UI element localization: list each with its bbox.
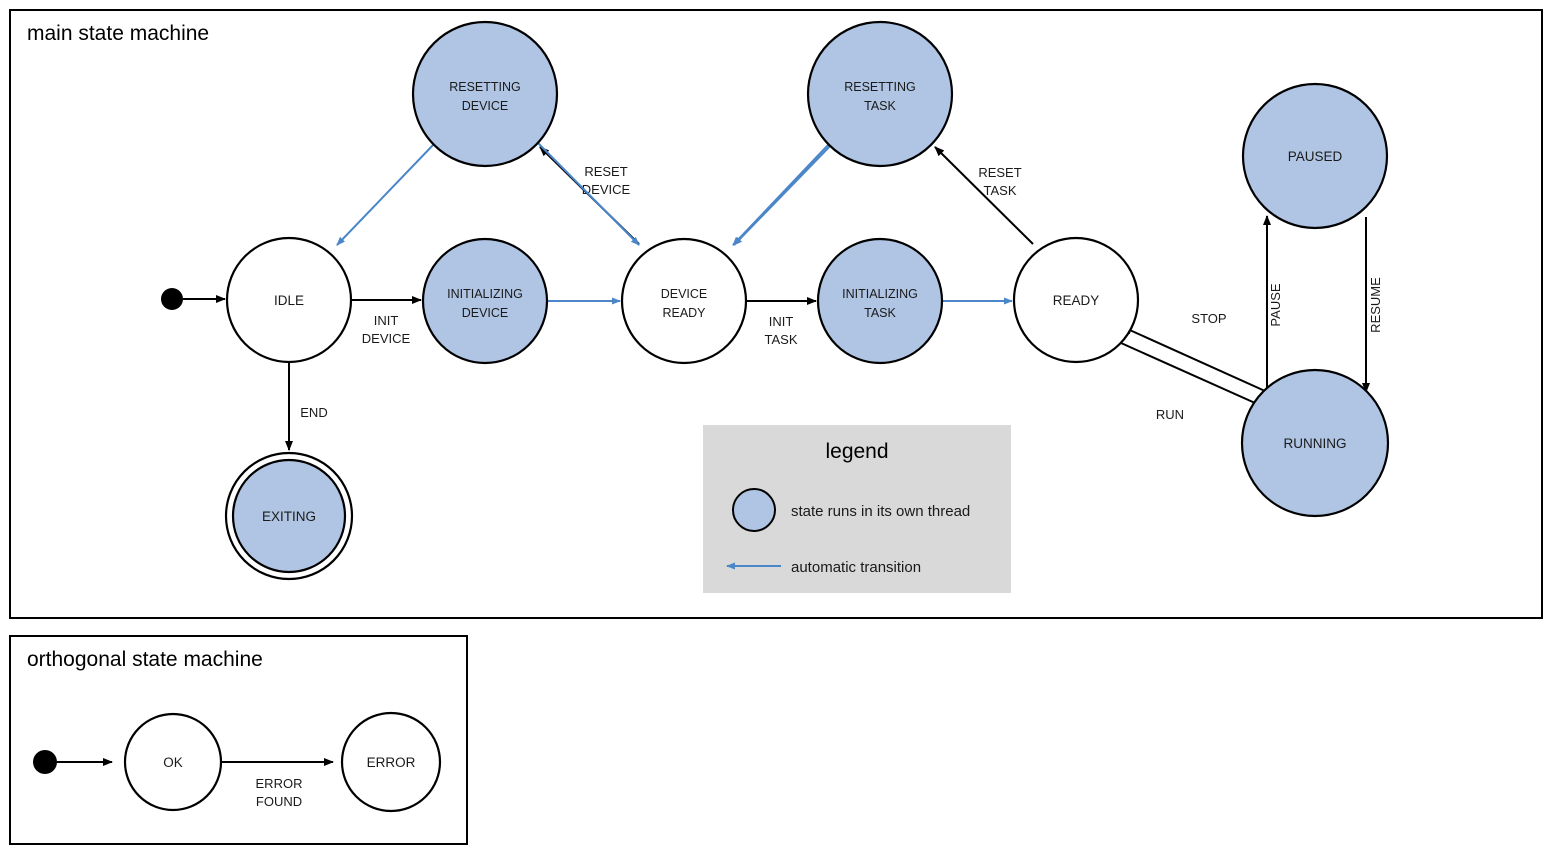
transition-idle-end-exiting-label: END — [300, 405, 327, 420]
state-running[interactable]: RUNNING — [1240, 368, 1390, 518]
state-exiting-label: EXITING — [262, 509, 316, 524]
transition-resetdev-deviceready — [537, 142, 640, 246]
state-running-label: RUNNING — [1284, 436, 1347, 451]
transition-running-pause-paused-label: PAUSE — [1268, 283, 1283, 326]
state-error-circle[interactable] — [340, 711, 442, 813]
transition-ready-run-running-label: RUN — [1156, 407, 1184, 422]
state-device-ready-circle[interactable] — [620, 237, 748, 365]
state-initializing-device-circle[interactable] — [421, 237, 549, 365]
initial-state-main-dot — [161, 288, 183, 310]
transition-paused-resume-running-label: RESUME — [1368, 277, 1383, 333]
legend-item-auto-transition: automatic transition — [726, 559, 921, 576]
transition-idle-end-exiting: END — [285, 362, 328, 451]
transition-resetdev-idle — [336, 143, 435, 246]
state-idle[interactable]: IDLE — [225, 236, 353, 364]
state-error-label: ERROR — [367, 755, 416, 770]
transition-ready-reset-task-line — [934, 146, 1034, 245]
state-resetting-task-circle[interactable] — [806, 20, 954, 168]
transition-running-pause-paused: PAUSE — [1263, 215, 1283, 394]
transition-resetdev-idle-line — [336, 143, 435, 246]
state-ok-circle[interactable] — [123, 712, 223, 812]
transition-ready-run-running-line — [1120, 342, 1265, 408]
initial-state-orthogonal — [33, 750, 57, 774]
legend-item-thread-state-label: state runs in its own thread — [791, 503, 970, 520]
transition-running-stop-ready-line — [1122, 326, 1266, 392]
state-ready-label: READY — [1053, 293, 1100, 308]
transition-running-stop-ready: STOP — [1122, 311, 1266, 392]
state-ready-circle[interactable] — [1012, 236, 1140, 364]
transition-ready-run-running: RUN — [1120, 342, 1265, 422]
state-resetting-device-circle[interactable] — [411, 20, 559, 168]
legend: legend state runs in its own thread automa… — [703, 425, 1011, 593]
state-error[interactable]: ERROR — [340, 711, 442, 813]
state-ok[interactable]: OK — [123, 712, 223, 812]
state-paused-label: PAUSED — [1288, 149, 1343, 164]
state-paused-circle[interactable] — [1241, 82, 1389, 230]
initial-state-orthogonal-dot — [33, 750, 57, 774]
state-paused[interactable]: PAUSED — [1241, 82, 1389, 230]
state-running-circle[interactable] — [1240, 368, 1390, 518]
legend-item-auto-transition-label: automatic transition — [791, 559, 921, 576]
frame-orthogonal-title: orthogonal state machine — [27, 648, 263, 671]
transition-resettask-deviceready — [732, 143, 830, 246]
legend-item-thread-state: state runs in its own thread — [732, 488, 970, 532]
state-ready[interactable]: READY — [1012, 236, 1140, 364]
initial-state-main — [161, 288, 183, 310]
transition-paused-resume-running: RESUME — [1362, 217, 1383, 393]
legend-thread-state-swatch — [732, 488, 776, 532]
legend-title: legend — [825, 440, 888, 463]
state-idle-label: IDLE — [274, 293, 304, 308]
transition-resetdev-deviceready-line — [537, 142, 640, 246]
frame-main-title: main state machine — [27, 22, 209, 45]
state-exiting[interactable]: EXITING — [224, 451, 354, 581]
state-initializing-task-circle[interactable] — [816, 237, 944, 365]
state-idle-circle[interactable] — [225, 236, 353, 364]
transition-running-stop-ready-label: STOP — [1191, 311, 1226, 326]
state-exiting-circle[interactable] — [231, 458, 347, 574]
transition-resettask-deviceready-line — [732, 143, 830, 246]
state-ok-label: OK — [163, 755, 183, 770]
